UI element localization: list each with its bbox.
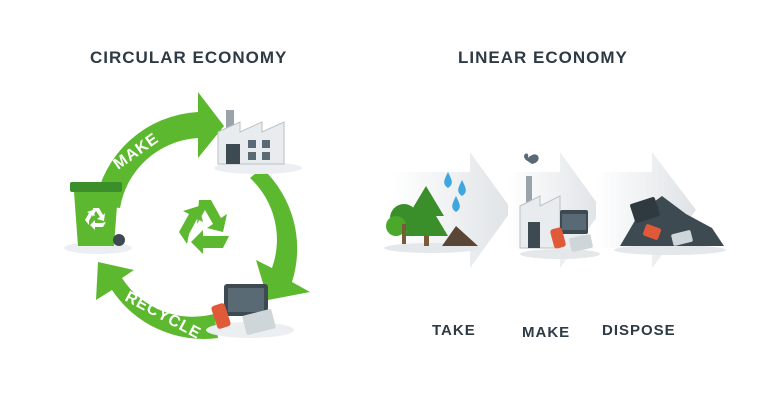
natural-resources-icon [384, 186, 480, 253]
linear-flow [384, 152, 726, 268]
circular-economy-title: CIRCULAR ECONOMY [90, 48, 288, 67]
step-label-take: TAKE [432, 322, 476, 339]
waste-pile-icon [614, 196, 726, 255]
circular-cycle: MAKE USE RECYCLE [64, 92, 315, 343]
use-arrow: USE [250, 168, 315, 300]
recycle-arc-label: RECYCLE [122, 289, 204, 343]
linear-factory-icon [519, 153, 600, 259]
factory-icon [214, 110, 302, 174]
recycling-bin-icon [64, 182, 132, 254]
step-label-make: MAKE [522, 324, 571, 341]
step-label-dispose: DISPOSE [602, 322, 676, 339]
recycle-symbol-icon [179, 200, 229, 254]
recycle-arrow: RECYCLE [96, 262, 218, 343]
linear-economy-title: LINEAR ECONOMY [458, 48, 628, 67]
electronics-icon [206, 284, 294, 338]
linear-arrow-1 [392, 152, 512, 268]
water-drop-icon [444, 172, 466, 212]
